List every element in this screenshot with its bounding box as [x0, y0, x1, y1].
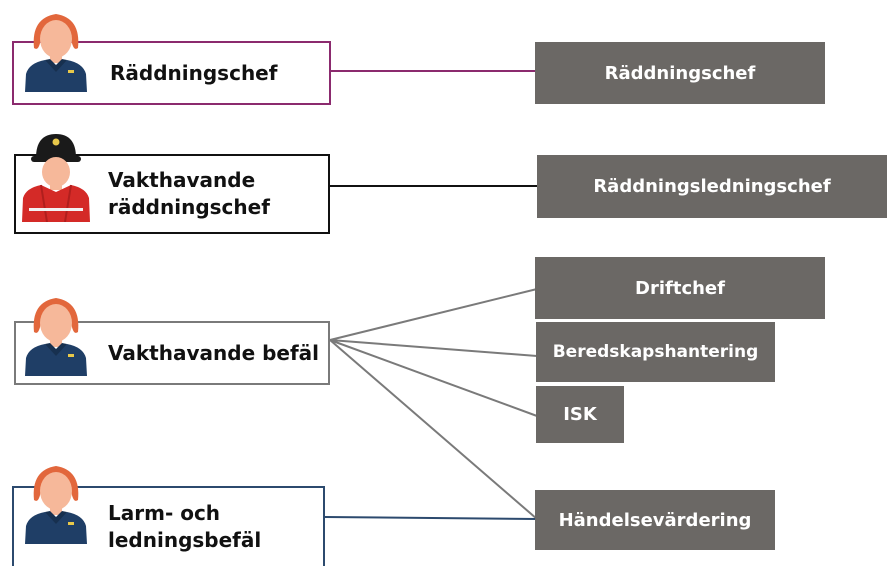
role-label: Larm- och ledningsbefäl	[108, 501, 262, 552]
role-label: Räddningschef	[110, 60, 278, 85]
function-box-driftchef: Driftchef	[535, 257, 825, 319]
connector-larm-handelse	[324, 516, 538, 520]
connector-befal-handelse	[329, 339, 538, 520]
firefighter-orange-hair-icon	[25, 14, 87, 92]
function-box-raddningsledningschef: Räddningsledningschef	[537, 155, 887, 218]
role-label: Vakthavande räddningschef	[108, 168, 270, 219]
firefighter-orange-hair-icon	[25, 466, 87, 544]
function-box-raddningschef: Räddningschef	[535, 42, 825, 104]
function-box-beredskapshantering: Beredskapshantering	[536, 322, 775, 382]
function-box-handelsevardering: Händelsevärdering	[535, 490, 775, 550]
role-label: Vakthavande befäl	[108, 340, 320, 365]
role-box-raddningschef: Räddningschef	[12, 41, 331, 105]
function-label: ISK	[563, 404, 597, 425]
firefighter-orange-hair-icon	[25, 298, 87, 376]
connector-befal-beredskap	[329, 339, 538, 357]
function-label: Händelsevärdering	[558, 509, 752, 531]
function-label: Räddningschef	[604, 62, 756, 84]
function-label: Beredskapshantering	[552, 342, 759, 362]
function-label: Räddningsledningschef	[593, 176, 831, 197]
function-box-isk: ISK	[536, 386, 624, 443]
connector-befal-driftchef	[329, 288, 538, 341]
connector-befal-isk	[329, 339, 538, 417]
function-label: Driftchef	[635, 277, 725, 299]
firefighter-helmet-red-jacket-icon	[22, 134, 90, 222]
